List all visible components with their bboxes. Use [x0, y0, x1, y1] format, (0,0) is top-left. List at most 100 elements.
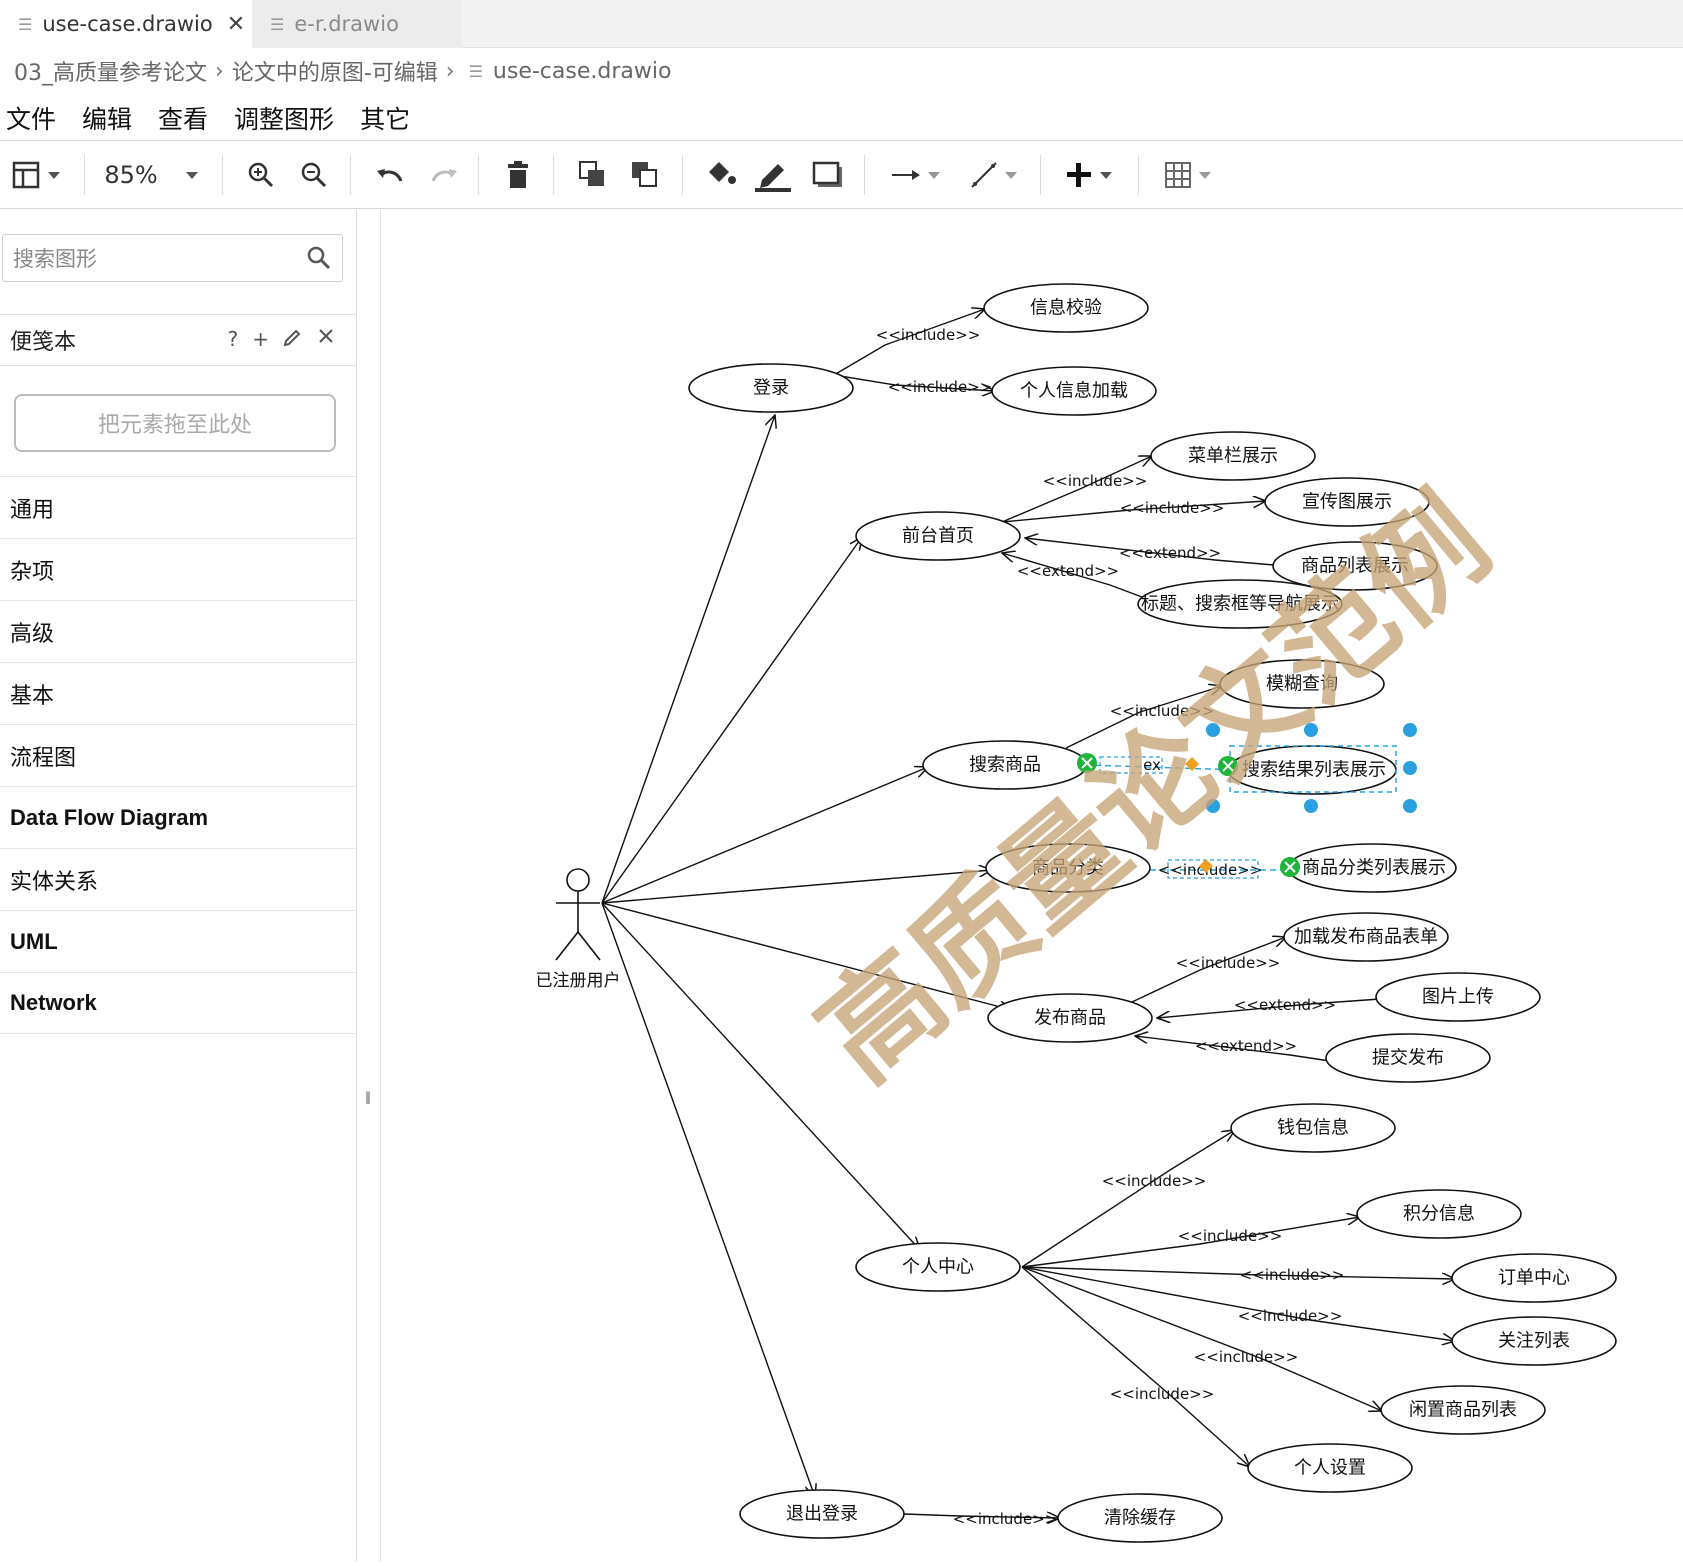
connection-point-icon[interactable] — [1218, 756, 1238, 776]
assoc-publish[interactable] — [601, 902, 1012, 1010]
shadow-button[interactable] — [808, 153, 848, 197]
usecase-load-form[interactable] — [1283, 912, 1449, 962]
scratchpad-dropzone[interactable]: 把元素拖至此处 — [14, 394, 336, 452]
usecase-idle-list[interactable] — [1380, 1385, 1546, 1435]
assoc-logout[interactable] — [601, 902, 815, 1497]
usecase-fuzzy[interactable] — [1219, 659, 1385, 709]
zoom-out-button[interactable] — [297, 153, 331, 197]
usecase-banner-show[interactable] — [1264, 477, 1430, 527]
category-entity-relation[interactable]: 实体关系 — [0, 848, 357, 910]
extend-nav[interactable] — [1002, 553, 1151, 601]
insert-button[interactable] — [1058, 153, 1120, 197]
breadcrumb-file[interactable]: use-case.drawio — [492, 58, 672, 84]
usecase-center[interactable] — [855, 1242, 1021, 1292]
waypoints-button[interactable] — [962, 153, 1024, 197]
fill-color-button[interactable] — [700, 153, 740, 197]
category-basic[interactable]: 基本 — [0, 662, 357, 724]
assoc-login[interactable] — [601, 415, 775, 904]
usecase-submit[interactable] — [1325, 1033, 1491, 1083]
actor-stick-figure[interactable] — [555, 868, 601, 961]
usecase-orders[interactable] — [1451, 1253, 1617, 1303]
menu-arrange[interactable]: 调整图形 — [234, 104, 335, 134]
menu-view[interactable]: 查看 — [158, 104, 209, 134]
include-orders[interactable] — [1021, 1266, 1455, 1279]
include-clear-cache[interactable] — [903, 1514, 1060, 1518]
include-menu[interactable] — [1001, 456, 1152, 523]
close-icon[interactable]: ✕ — [226, 11, 246, 37]
tab-use-case[interactable]: ☰ use-case.drawio ✕ — [0, 0, 252, 48]
connection-style-button[interactable] — [884, 153, 946, 197]
include-wallet[interactable] — [1021, 1130, 1235, 1268]
add-icon[interactable]: + — [252, 327, 269, 351]
assoc-search[interactable] — [601, 767, 928, 904]
usecase-load-profile[interactable] — [991, 366, 1157, 416]
tab-e-r[interactable]: ☰ e-r.drawio — [252, 0, 462, 48]
sidebar-splitter[interactable]: ‖ — [357, 210, 381, 1562]
edit-icon[interactable] — [283, 327, 303, 347]
to-back-button[interactable] — [627, 153, 663, 197]
redo-button[interactable] — [426, 153, 462, 197]
zoom-in-button[interactable] — [244, 153, 278, 197]
include-settings[interactable] — [1021, 1266, 1250, 1467]
usecase-nav-show[interactable] — [1137, 579, 1343, 629]
usecase-product-list-show[interactable] — [1272, 541, 1438, 591]
usecase-home[interactable] — [855, 511, 1021, 561]
include-load-profile[interactable] — [833, 374, 995, 391]
usecase-menu-show[interactable] — [1150, 431, 1316, 481]
breadcrumb-subfolder[interactable]: 论文中的原图-可编辑 — [231, 61, 438, 86]
include-idle[interactable] — [1021, 1266, 1382, 1411]
menu-file[interactable]: 文件 — [6, 104, 57, 134]
usecase-verify[interactable] — [983, 283, 1149, 333]
category-uml[interactable]: UML — [0, 910, 357, 972]
include-fuzzy[interactable] — [1065, 686, 1222, 749]
category-misc[interactable]: 杂项 — [0, 538, 357, 600]
close-icon[interactable] — [317, 327, 335, 345]
menu-extras[interactable]: 其它 — [360, 104, 411, 134]
scratchpad-header[interactable]: 便笺本 ? + — [0, 314, 357, 366]
to-front-button[interactable] — [575, 153, 611, 197]
connection-point-icon[interactable] — [1280, 857, 1300, 877]
search-icon[interactable] — [306, 245, 332, 271]
zoom-select[interactable]: 85% — [96, 153, 206, 197]
usecase-follows[interactable] — [1451, 1316, 1617, 1366]
table-button[interactable] — [1158, 153, 1218, 197]
breadcrumb-folder[interactable]: 03_高质量参考论文 — [14, 61, 207, 86]
category-network[interactable]: Network — [0, 972, 357, 1034]
usecase-wallet[interactable] — [1230, 1103, 1396, 1153]
extend-search-result[interactable] — [1084, 764, 1241, 771]
assoc-home[interactable] — [601, 537, 862, 904]
category-general[interactable]: 通用 — [0, 476, 357, 538]
usecase-settings[interactable] — [1247, 1443, 1413, 1493]
usecase-upload-img[interactable] — [1375, 972, 1541, 1022]
usecase-login[interactable] — [688, 363, 854, 413]
usecase-points[interactable] — [1356, 1189, 1522, 1239]
delete-button[interactable] — [500, 153, 536, 197]
shape-search-input[interactable]: 搜索图形 — [2, 234, 343, 282]
usecase-clear-cache[interactable] — [1057, 1493, 1223, 1543]
assoc-center[interactable] — [601, 902, 920, 1250]
include-follows[interactable] — [1021, 1266, 1455, 1341]
selection-overlay[interactable] — [1077, 723, 1417, 879]
connection-point-icon[interactable] — [1077, 753, 1097, 773]
usecase-logout[interactable] — [739, 1489, 905, 1539]
use-case-diagram[interactable]: <<include>> <<include>> <<include>> <<in… — [382, 210, 1683, 1562]
category-flowchart[interactable]: 流程图 — [0, 724, 357, 786]
extend-upload[interactable] — [1157, 998, 1381, 1018]
include-points[interactable] — [1021, 1217, 1360, 1268]
undo-button[interactable] — [372, 153, 408, 197]
extend-submit[interactable] — [1135, 1036, 1331, 1062]
extend-product-list[interactable] — [1025, 538, 1275, 566]
line-color-button[interactable] — [752, 153, 794, 197]
help-icon[interactable]: ? — [227, 327, 239, 351]
view-panels-button[interactable] — [6, 153, 66, 197]
usecase-category[interactable] — [985, 843, 1151, 893]
category-advanced[interactable]: 高级 — [0, 600, 357, 662]
diagram-canvas[interactable]: <<include>> <<include>> <<include>> <<in… — [382, 210, 1683, 1562]
assoc-category[interactable] — [601, 870, 992, 904]
include-banner[interactable] — [1001, 501, 1266, 523]
include-load-form[interactable] — [1131, 937, 1286, 1003]
category-data-flow-diagram[interactable]: Data Flow Diagram — [0, 786, 357, 848]
usecase-publish[interactable] — [987, 993, 1153, 1043]
menu-edit[interactable]: 编辑 — [82, 104, 133, 134]
include-verify[interactable] — [833, 309, 985, 376]
